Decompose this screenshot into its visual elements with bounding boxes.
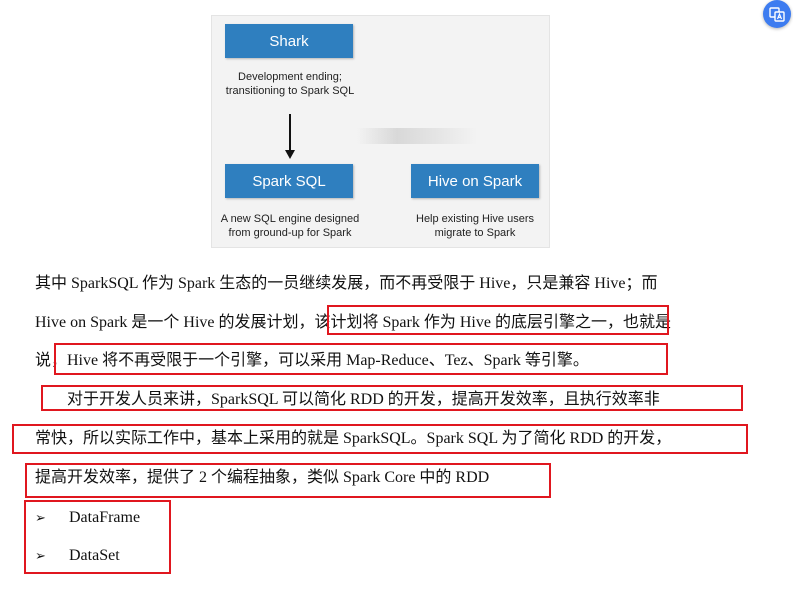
shark-label: Shark: [269, 32, 309, 50]
paragraph-line-2: Hive on Spark 是一个 Hive 的发展计划，该计划将 Spark …: [35, 314, 671, 331]
spark-ecosystem-diagram: Shark Development ending; transitioning …: [211, 15, 550, 248]
hive-on-spark-caption: Help existing Hive users migrate to Spar…: [416, 213, 534, 239]
bullet-item-dataframe: ➢ DataFrame: [35, 508, 140, 529]
paragraph-line-4: 对于开发人员来讲，SparkSQL 可以简化 RDD 的开发，提高开发效率，且执…: [67, 391, 660, 408]
blurred-watermark: [357, 128, 477, 144]
spark-sql-caption: A new SQL engine designed from ground-up…: [220, 213, 360, 239]
translate-button[interactable]: [763, 0, 791, 28]
arrow-shaft: [289, 114, 291, 152]
paragraph-line-5: 常快，所以实际工作中，基本上采用的就是 SparkSQL。Spark SQL 为…: [35, 430, 672, 447]
paragraph-line-6: 提高开发效率，提供了 2 个编程抽象，类似 Spark Core 中的 RDD: [35, 469, 490, 486]
highlight-box-abstractions: [25, 463, 551, 498]
hive-on-spark-label: Hive on Spark: [427, 172, 523, 190]
arrow-down-icon: [285, 150, 295, 159]
highlight-box-bullets: [24, 500, 171, 574]
spark-sql-box: Spark SQL: [225, 164, 353, 198]
paragraph-line-1: 其中 SparkSQL 作为 Spark 生态的一员继续发展，而不再受限于 Hi…: [35, 275, 658, 292]
paragraph-line-3: 说，Hive 将不再受限于一个引擎，可以采用 Map-Reduce、Tez、Sp…: [35, 352, 589, 369]
arrow-bullet-icon: ➢: [35, 549, 46, 564]
bullet-label: DataSet: [69, 547, 120, 564]
highlight-box-engine-plan: [327, 305, 669, 335]
shark-caption: Development ending; transitioning to Spa…: [225, 71, 355, 97]
highlight-box-sparksql-usage: [12, 424, 748, 454]
highlight-box-engine-options: [54, 343, 668, 375]
bullet-item-dataset: ➢ DataSet: [35, 546, 120, 567]
hive-on-spark-box: Hive on Spark: [411, 164, 539, 198]
translate-icon: [769, 7, 785, 22]
highlight-box-dev-efficiency: [41, 385, 743, 411]
spark-sql-label: Spark SQL: [252, 172, 326, 190]
shark-box: Shark: [225, 24, 353, 58]
arrow-bullet-icon: ➢: [35, 511, 46, 526]
bullet-label: DataFrame: [69, 509, 141, 526]
